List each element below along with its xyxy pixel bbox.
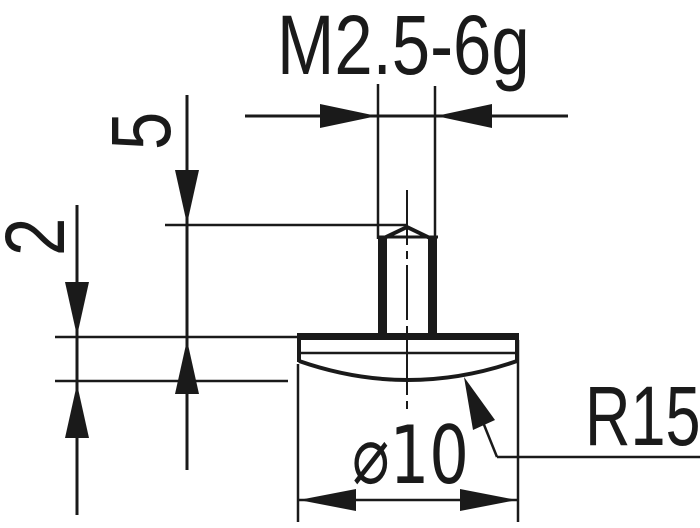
stud-thread-wall-left [378, 236, 387, 336]
arrow-right-icon [460, 489, 517, 511]
disc-top-edge [297, 333, 519, 340]
stud-thread-wall-right [428, 236, 437, 336]
arrow-up-icon [65, 384, 89, 438]
disc-curved-face [298, 359, 518, 382]
head-thickness-label: 2 [0, 218, 83, 256]
stud-chamfer-left [379, 225, 408, 242]
leader-arrow-icon [464, 377, 495, 430]
radius-leader-segment [468, 389, 499, 458]
diameter-label: ⌀10 [352, 408, 469, 502]
arrow-left-icon [299, 489, 356, 511]
stud-chamfer-right [406, 225, 435, 242]
arrow-right-icon [320, 104, 377, 128]
arrow-down-icon [175, 170, 199, 224]
thread-label: M2.5-6g [277, 0, 530, 93]
stud-length-label: 5 [95, 112, 189, 150]
arrow-left-icon [436, 104, 492, 128]
face-radius-label: R15 [585, 369, 700, 463]
arrow-down-icon [65, 282, 89, 336]
arrow-up-icon [175, 340, 199, 394]
